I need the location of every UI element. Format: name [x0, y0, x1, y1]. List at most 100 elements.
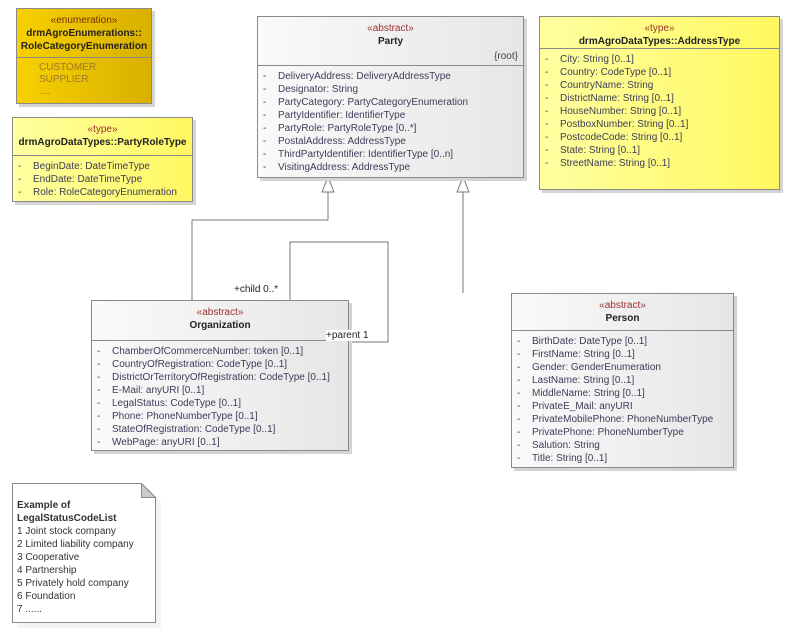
generalization-organization-party[interactable]: [191, 192, 329, 300]
attribute-row[interactable]: -PartyRole: PartyRoleType [0..*]: [258, 122, 523, 135]
attribute-text: StreetName: String [0..1]: [560, 158, 671, 169]
class-organization[interactable]: «abstract»Organization-ChamberOfCommerce…: [91, 300, 349, 451]
attribute-row[interactable]: -LastName: String [0..1]: [512, 374, 733, 387]
attribute-row[interactable]: -StreetName: String [0..1]: [540, 157, 779, 170]
enum-literal[interactable]: ....: [39, 86, 51, 97]
attribute-list: -BeginDate: DateTimeType-EndDate: DateTi…: [13, 156, 192, 199]
attribute-row[interactable]: -FirstName: String [0..1]: [512, 348, 733, 361]
attribute-row[interactable]: -VisitingAddress: AddressType: [258, 161, 523, 174]
attribute-row[interactable]: -Country: CodeType [0..1]: [540, 66, 779, 79]
attribute-row[interactable]: -Role: RoleCategoryEnumeration: [13, 186, 192, 199]
attribute-row[interactable]: -Title: String [0..1]: [512, 452, 733, 465]
attribute-row[interactable]: -PostboxNumber: String [0..1]: [540, 118, 779, 131]
attribute-text: PostalAddress: AddressType: [278, 136, 406, 147]
visibility-marker: -: [263, 162, 267, 173]
attribute-row[interactable]: -PartyCategory: PartyCategoryEnumeration: [258, 96, 523, 109]
attribute-row[interactable]: -PostalAddress: AddressType: [258, 135, 523, 148]
stereotype-label: «enumeration»: [50, 15, 118, 26]
attribute-text: VisitingAddress: AddressType: [278, 162, 411, 173]
visibility-marker: -: [517, 362, 521, 373]
class-party[interactable]: «abstract»Party{root}-DeliveryAddress: D…: [257, 16, 524, 178]
attribute-row[interactable]: -PrivatePhone: PhoneNumberType: [512, 426, 733, 439]
attribute-row[interactable]: -PostcodeCode: String [0..1]: [540, 131, 779, 144]
attribute-row[interactable]: -HouseNumber: String [0..1]: [540, 105, 779, 118]
attribute-text: BeginDate: DateTimeType: [33, 161, 150, 172]
attribute-list: -BirthDate: DateType [0..1]-FirstName: S…: [512, 331, 733, 465]
attribute-text: Title: String [0..1]: [532, 453, 608, 464]
class-header: «abstract»Person: [512, 294, 733, 331]
attribute-text: State: String [0..1]: [560, 145, 641, 156]
attribute-row[interactable]: -Designator: String: [258, 83, 523, 96]
attribute-row[interactable]: -PrivateE_Mail: anyURI: [512, 400, 733, 413]
attribute-text: Gender: GenderEnumeration: [532, 362, 661, 373]
attribute-row[interactable]: -WebPage: anyURI [0..1]: [92, 436, 348, 449]
attribute-row[interactable]: -ChamberOfCommerceNumber: token [0..1]: [92, 345, 348, 358]
attribute-row[interactable]: -CountryOfRegistration: CodeType [0..1]: [92, 358, 348, 371]
note-title-line: Example of: [17, 500, 71, 511]
attribute-row[interactable]: -CountryName: String: [540, 79, 779, 92]
attribute-text: PartyCategory: PartyCategoryEnumeration: [278, 97, 469, 108]
attribute-list: -ChamberOfCommerceNumber: token [0..1]-C…: [92, 341, 348, 449]
association-parent-child[interactable]: [289, 241, 389, 343]
parent-multiplicity-label: +parent 1: [326, 330, 369, 341]
attribute-row[interactable]: -Gender: GenderEnumeration: [512, 361, 733, 374]
attribute-row[interactable]: -EndDate: DateTimeType: [13, 173, 192, 186]
attribute-text: Role: RoleCategoryEnumeration: [33, 187, 177, 198]
attribute-row[interactable]: -PrivateMobilePhone: PhoneNumberType: [512, 413, 733, 426]
class-header: «type»drmAgroDataTypes::PartyRoleType: [13, 118, 192, 156]
visibility-marker: -: [18, 174, 22, 185]
visibility-marker: -: [97, 385, 101, 396]
class-name: drmAgroDataTypes::AddressType: [578, 36, 741, 47]
attribute-text: LegalStatus: CodeType [0..1]: [112, 398, 241, 409]
attribute-row[interactable]: -MiddleName: String [0..1]: [512, 387, 733, 400]
class-party-role-type[interactable]: «type»drmAgroDataTypes::PartyRoleType-Be…: [12, 117, 193, 202]
visibility-marker: -: [545, 80, 549, 91]
attribute-row[interactable]: -BeginDate: DateTimeType: [13, 160, 192, 173]
visibility-marker: -: [517, 401, 521, 412]
class-person[interactable]: «abstract»Person-BirthDate: DateType [0.…: [511, 293, 734, 468]
visibility-marker: -: [517, 440, 521, 451]
class-role-category-enum[interactable]: «enumeration»drmAgroEnumerations::RoleCa…: [16, 8, 152, 104]
attribute-row[interactable]: -ThirdPartyIdentifier: IdentifierType [0…: [258, 148, 523, 161]
class-name: Party: [377, 36, 403, 47]
class-name: RoleCategoryEnumeration: [20, 41, 148, 52]
attribute-text: ChamberOfCommerceNumber: token [0..1]: [112, 346, 304, 357]
stereotype-label: «type»: [87, 124, 118, 135]
attribute-row[interactable]: -PartyIdentifier: IdentifierType: [258, 109, 523, 122]
attribute-text: PrivateMobilePhone: PhoneNumberType: [532, 414, 714, 425]
attribute-row[interactable]: -LegalStatus: CodeType [0..1]: [92, 397, 348, 410]
attribute-row[interactable]: -State: String [0..1]: [540, 144, 779, 157]
legal-status-note[interactable]: Example of LegalStatusCodeList 1 Joint s…: [12, 483, 161, 628]
visibility-marker: -: [263, 136, 267, 147]
visibility-marker: -: [517, 349, 521, 360]
class-name: Organization: [189, 320, 251, 331]
attribute-row[interactable]: -DistrictOrTerritoryOfRegistration: Code…: [92, 371, 348, 384]
attribute-row[interactable]: -StateOfRegistration: CodeType [0..1]: [92, 423, 348, 436]
attribute-text: City: String [0..1]: [560, 54, 634, 65]
attribute-text: BirthDate: DateType [0..1]: [532, 336, 648, 347]
note-line: 1 Joint stock company: [17, 526, 116, 537]
attribute-row[interactable]: -City: String [0..1]: [540, 53, 779, 66]
class-address-type[interactable]: «type»drmAgroDataTypes::AddressType-City…: [539, 16, 780, 190]
visibility-marker: -: [97, 346, 101, 357]
visibility-marker: -: [263, 97, 267, 108]
attribute-row[interactable]: -DistrictName: String [0..1]: [540, 92, 779, 105]
visibility-marker: -: [545, 145, 549, 156]
attribute-text: CountryName: String: [560, 80, 654, 91]
enum-literal[interactable]: SUPPLIER: [39, 74, 89, 85]
stereotype-label: «abstract»: [599, 300, 646, 311]
attribute-row[interactable]: -E-Mail: anyURI [0..1]: [92, 384, 348, 397]
visibility-marker: -: [18, 187, 22, 198]
attribute-text: CountryOfRegistration: CodeType [0..1]: [112, 359, 288, 370]
attribute-row[interactable]: -Salution: String: [512, 439, 733, 452]
generalization-arrowhead-icon: [321, 175, 335, 193]
attribute-text: HouseNumber: String [0..1]: [560, 106, 682, 117]
attribute-row[interactable]: -DeliveryAddress: DeliveryAddressType: [258, 70, 523, 83]
note-line: 2 Limited liability company: [17, 539, 134, 550]
attribute-row[interactable]: -Phone: PhoneNumberType [0..1]: [92, 410, 348, 423]
attribute-text: PartyRole: PartyRoleType [0..*]: [278, 123, 417, 134]
enum-literal[interactable]: CUSTOMER: [39, 62, 97, 73]
attribute-row[interactable]: -BirthDate: DateType [0..1]: [512, 335, 733, 348]
visibility-marker: -: [517, 388, 521, 399]
